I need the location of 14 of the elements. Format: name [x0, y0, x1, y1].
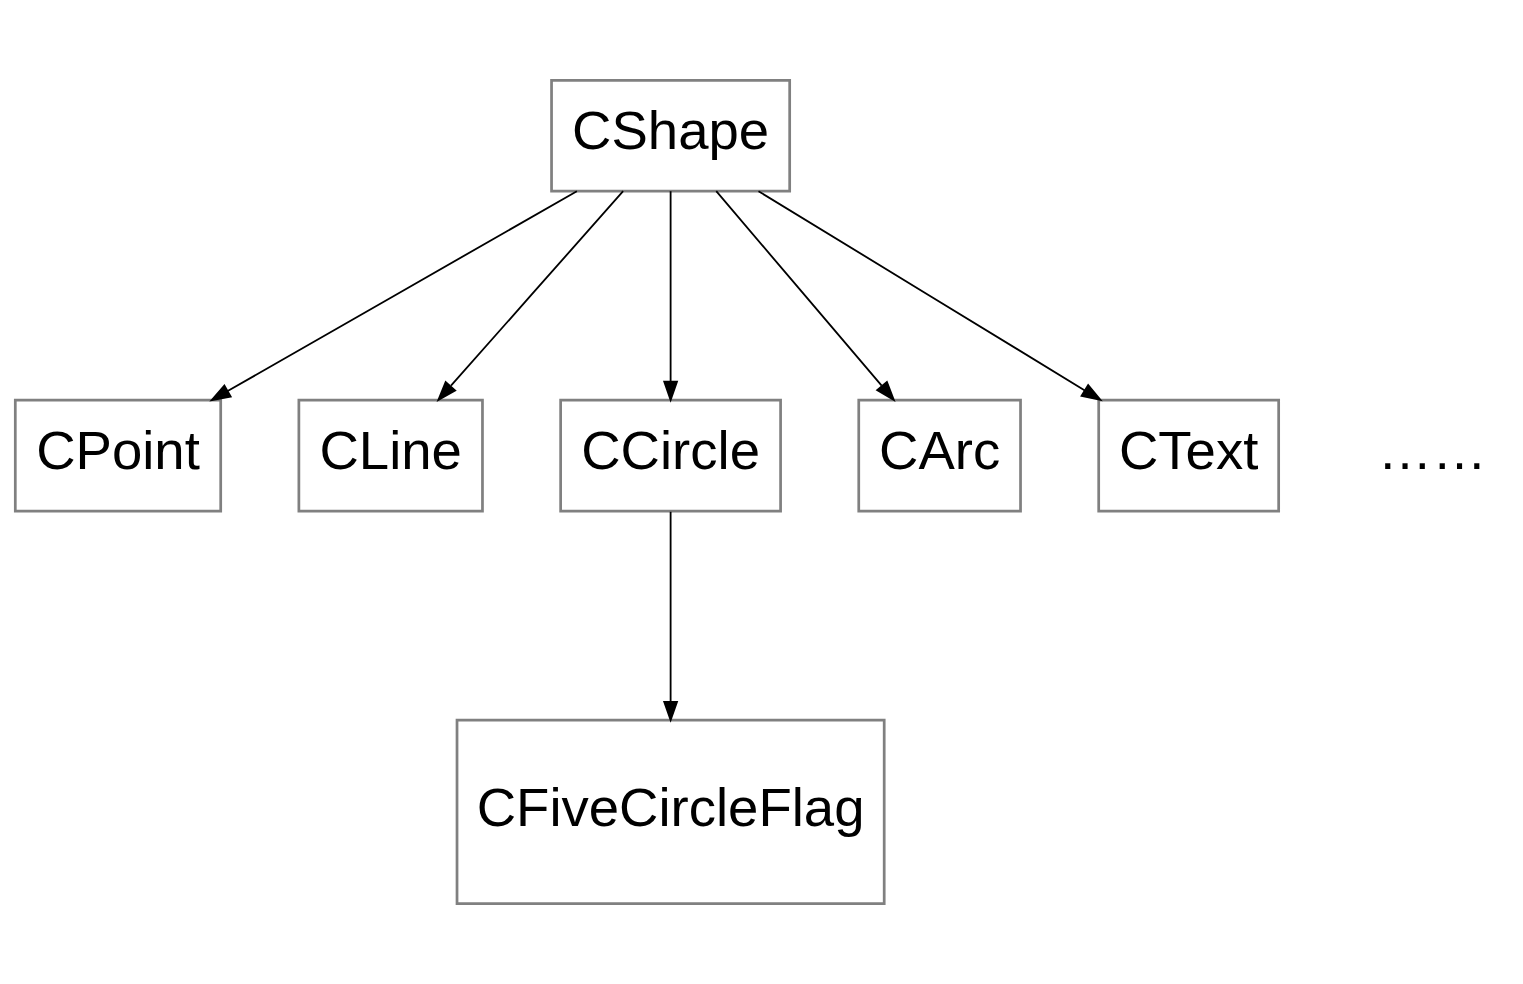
- node-box: CText: [1097, 398, 1281, 513]
- node-box: CCircle: [559, 398, 782, 513]
- arrow: [715, 190, 896, 402]
- arrow: [662, 190, 679, 403]
- arrow: [436, 190, 625, 402]
- arrow: [757, 190, 1103, 402]
- node-box: CLine: [297, 398, 484, 513]
- node-box: CShape: [550, 78, 792, 193]
- node-box: CPoint: [13, 398, 223, 513]
- arrow: [662, 510, 679, 723]
- node-box: CArc: [857, 398, 1022, 513]
- label: ……: [1377, 420, 1487, 482]
- node-box: CFiveCircleFlag: [455, 718, 886, 906]
- arrow: [209, 190, 578, 402]
